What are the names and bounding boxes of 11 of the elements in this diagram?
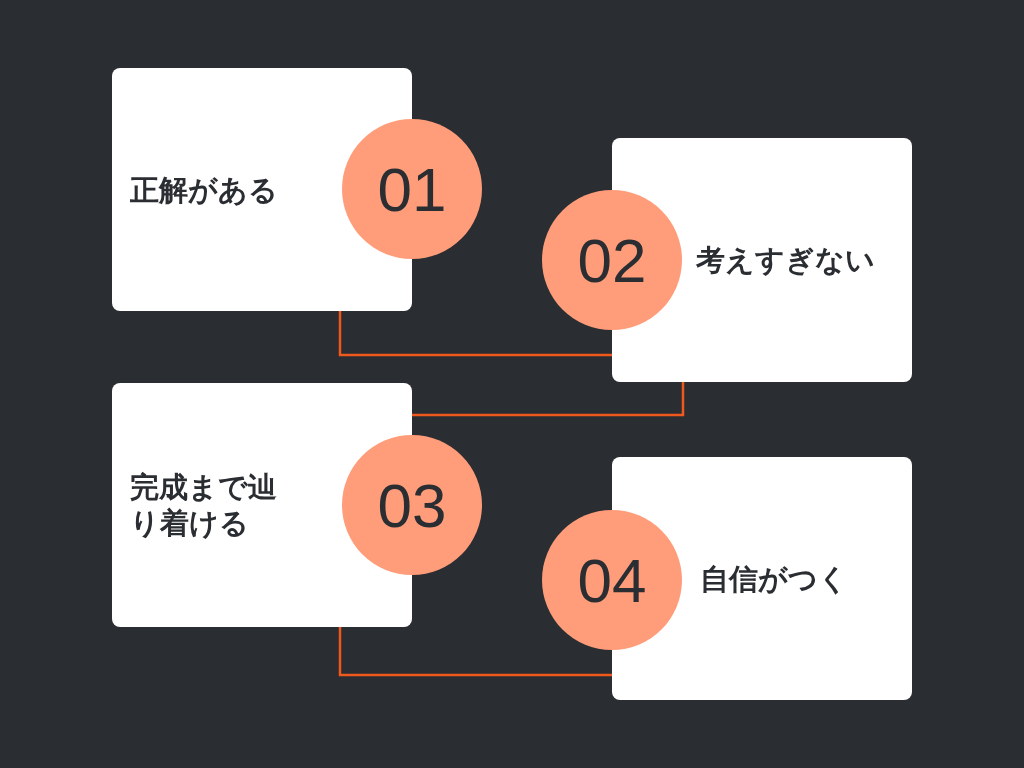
card-label: 完成まで辿り着ける [130, 469, 278, 541]
connector-line [338, 311, 612, 357]
connector-line [338, 627, 612, 677]
number-circle: 04 [542, 510, 682, 650]
number-circle: 03 [342, 435, 482, 575]
number-circle: 01 [342, 119, 482, 259]
card-label: 正解がある [130, 172, 279, 208]
card-label: 考えすぎない [696, 242, 876, 278]
card-label: 自信がつく [700, 561, 849, 597]
number-circle: 02 [542, 190, 682, 330]
connector-line [412, 382, 685, 417]
